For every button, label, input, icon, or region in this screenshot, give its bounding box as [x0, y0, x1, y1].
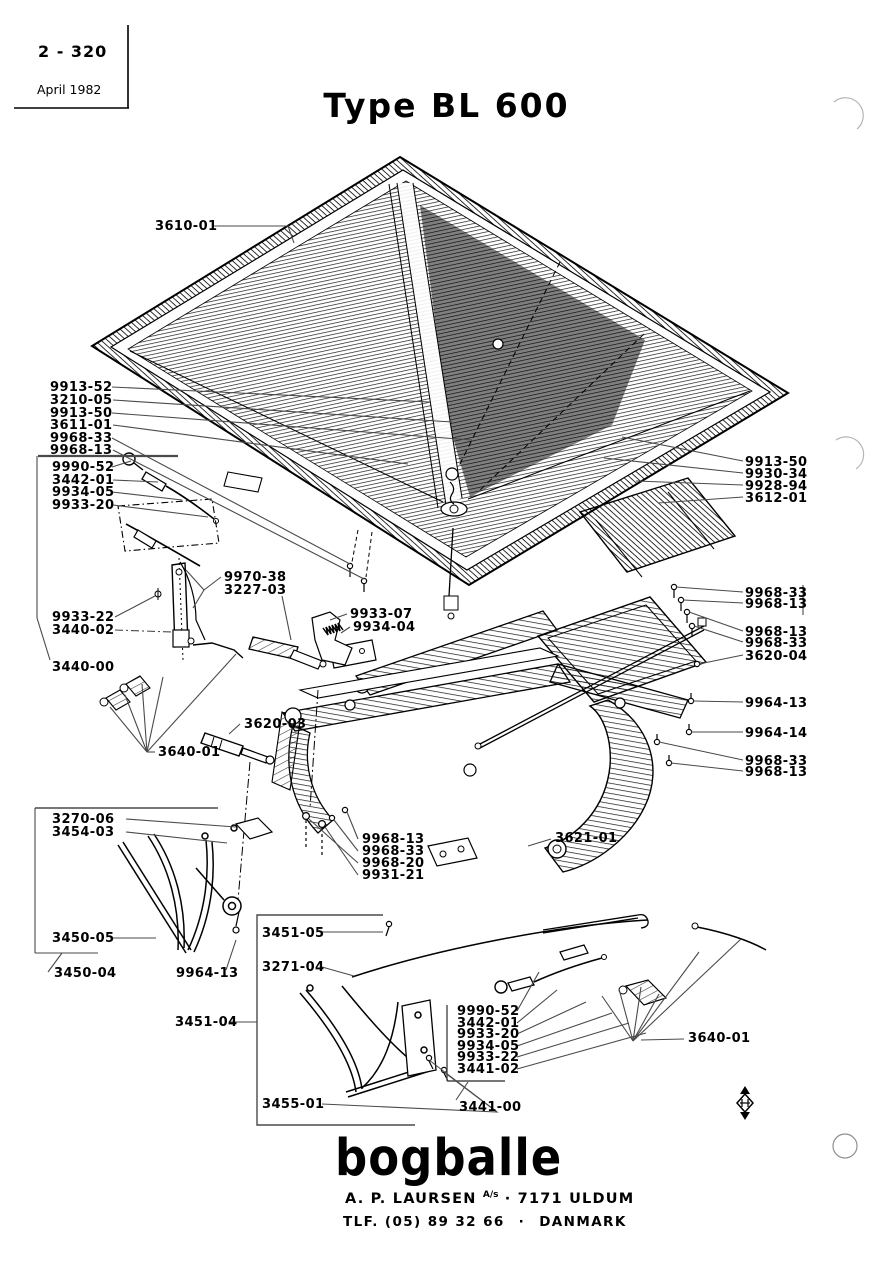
t-handle-part [248, 636, 327, 670]
maker-mark-icon [735, 1086, 755, 1120]
brand-logo: bogballe [335, 1128, 563, 1188]
page-title: Type BL 600 [323, 86, 570, 125]
address-sup: A/s [482, 1190, 499, 1200]
hopper-part [90, 155, 790, 620]
lever-part [154, 557, 244, 661]
turnbuckle-part [200, 732, 275, 765]
left-funnel-part [99, 675, 151, 711]
spring-part [311, 611, 353, 666]
grate-part [578, 477, 737, 578]
frame-part [237, 617, 707, 901]
middle-agitator-part [299, 984, 437, 1098]
address-line: A. P. LAURSEN A/s · 7171 ULDUM [345, 1190, 634, 1207]
left-agitator-part [117, 817, 274, 954]
scan-artifact [832, 97, 865, 1159]
phone-number: TLF. (05) 89 32 66 [343, 1214, 505, 1230]
separator-dot: · [518, 1214, 526, 1230]
corner-box-rules [14, 25, 129, 109]
phone-line: TLF. (05) 89 32 66 · DANMARK [343, 1214, 627, 1230]
leader-lines [34, 225, 804, 1126]
right-funnel-part [618, 979, 668, 1006]
cable-assembly-bottom [351, 913, 767, 994]
cable-assembly-top [117, 452, 220, 567]
address-name: A. P. LAURSEN [345, 1190, 477, 1207]
address-rest: · 7171 ULDUM [504, 1190, 635, 1207]
country: DANMARK [539, 1214, 627, 1230]
doc-date: April 1982 [37, 82, 102, 97]
doc-number: 2 - 320 [38, 42, 108, 61]
footer: bogballe A. P. LAURSEN A/s · 7171 ULDUM … [335, 1128, 635, 1230]
